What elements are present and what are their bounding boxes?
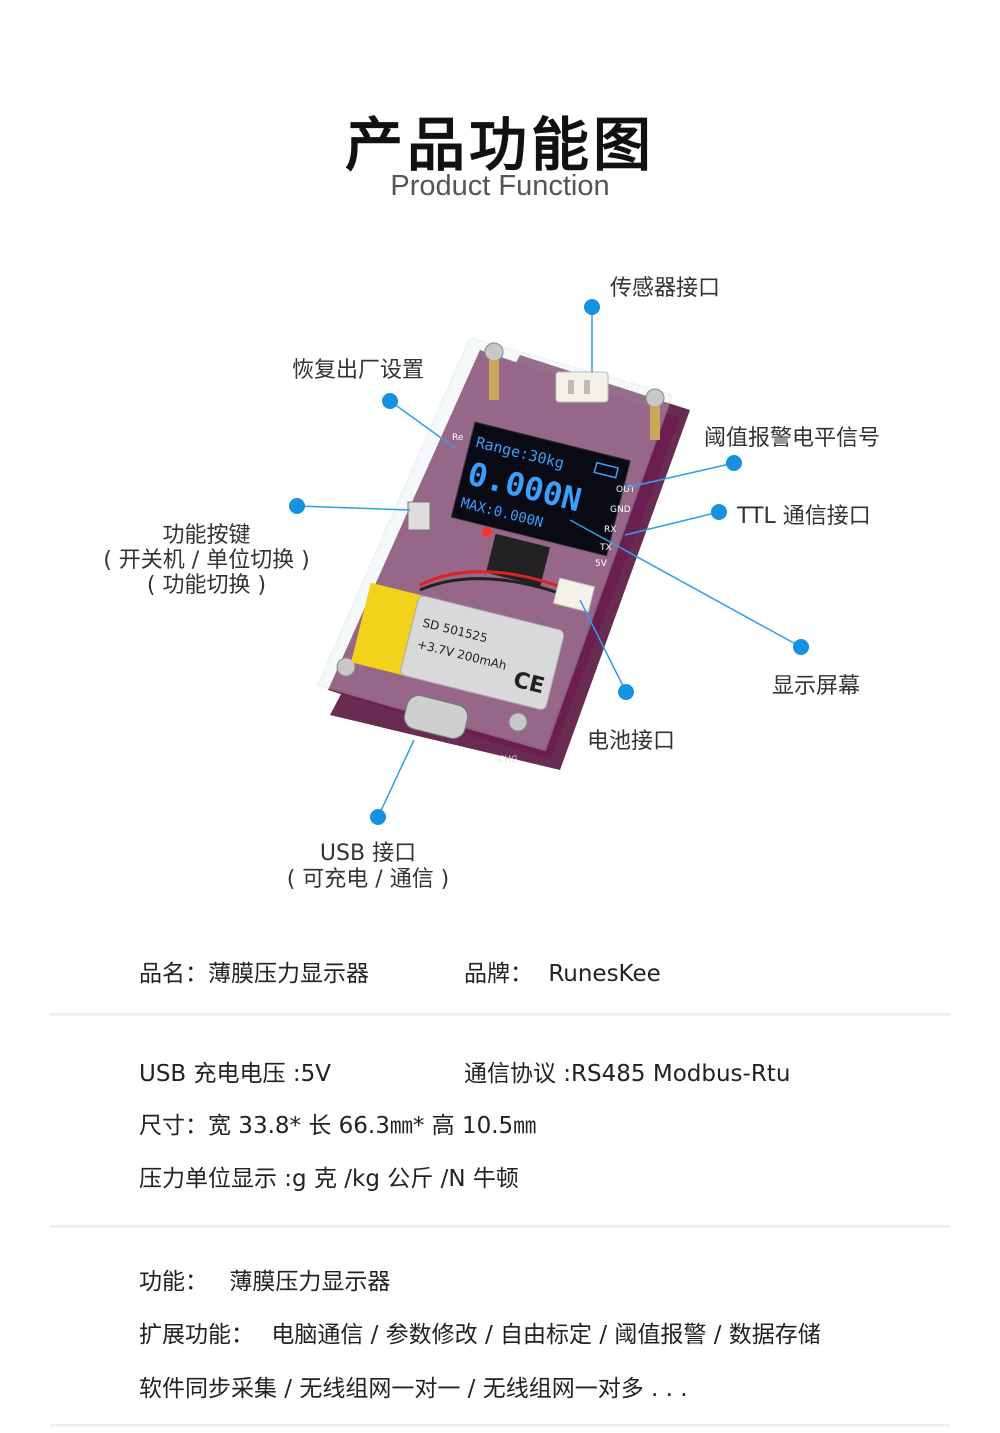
callout-factory-reset: 恢复出厂设置 [292,358,425,383]
function-label: 功能： [139,1269,208,1295]
callout-dot [289,498,305,514]
callout-display: 显示屏幕 [772,674,861,699]
function-value: 薄膜压力显示器 [229,1269,391,1295]
spec-extended-continued: 软件同步采集 / 无线组网一对一 / 无线组网一对多 . . . [139,1376,688,1402]
battery: SD 501525 +3.7V 200mAh CE [351,582,565,710]
extended-value: 电脑通信 / 参数修改 / 自由标定 / 阈值报警 / 数据存储 [271,1322,821,1348]
callout-threshold-alarm: 阈值报警电平信号 [704,426,881,451]
callout-dot [382,393,398,409]
extended-label: 扩展功能： [139,1322,254,1348]
svg-text:5V: 5V [595,559,608,569]
led [482,527,492,537]
spec-usb-voltage: USB 充电电压 :5V [139,1061,331,1087]
function-key-desc2: ( 功能切换 ) [146,573,267,598]
page-title: 产品功能图 [344,111,655,179]
callout-ttl-port: TTL 通信接口 [737,504,871,529]
brand-value: RunesKee [548,961,661,987]
spec-brand: 品牌： RunesKee [464,954,661,988]
battery-connector [552,577,596,613]
divider [50,1424,950,1427]
callout-battery-port: 电池接口 [587,729,676,754]
callout-function-key: 功能按键 ( 开关机 / 单位切换 ) ( 功能切换 ) [84,523,329,598]
spec-size: 尺寸：宽 33.8* 长 66.3㎜* 高 10.5㎜ [139,1113,537,1139]
svg-text:RX: RX [604,525,616,535]
sensor-connector [555,371,609,403]
spec-function: 功能： 薄膜压力显示器 [139,1262,390,1296]
display-screen: Range:30kg 0.000N MAX:0.000N [450,421,631,557]
callout-dot [370,809,386,825]
divider [50,1013,950,1016]
spec-product-name: 品名：薄膜压力显示器 [139,961,369,987]
callout-dot [618,684,634,700]
spec-units: 压力单位显示 :g 克 /kg 公斤 /N 牛顿 [139,1166,519,1192]
function-key-desc1: ( 开关机 / 单位切换 ) [103,548,310,573]
callout-dot [726,455,742,471]
svg-text:CHG: CHG [498,755,518,765]
callout-sensor-port: 传感器接口 [610,276,721,301]
usb-port-title: USB 接口 [319,841,417,866]
brand-label: 品牌： [464,961,533,987]
callout-usb-port: USB 接口 ( 可充电 / 通信 ) [268,841,468,893]
divider [50,1225,950,1228]
function-button-part [407,501,431,531]
usb-c-port [403,695,469,739]
page-subtitle: Product Function [390,170,610,202]
screw [336,657,356,677]
callout-dot [793,639,809,655]
svg-text:Re: Re [452,433,464,443]
spec-extended: 扩展功能： 电脑通信 / 参数修改 / 自由标定 / 阈值报警 / 数据存储 [139,1315,821,1349]
svg-text:GND: GND [610,505,631,515]
screw [508,712,528,732]
svg-text:TX: TX [599,543,612,553]
spec-protocol: 通信协议 :RS485 Modbus-Rtu [464,1061,791,1087]
function-key-title: 功能按键 [162,523,251,548]
usb-port-desc: ( 可充电 / 通信 ) [286,867,450,892]
callout-dot [584,299,600,315]
callout-dot [711,504,727,520]
pin-labels: OUT GND RX TX 5V Re CHG [452,433,636,765]
svg-text:OUT: OUT [616,485,636,495]
